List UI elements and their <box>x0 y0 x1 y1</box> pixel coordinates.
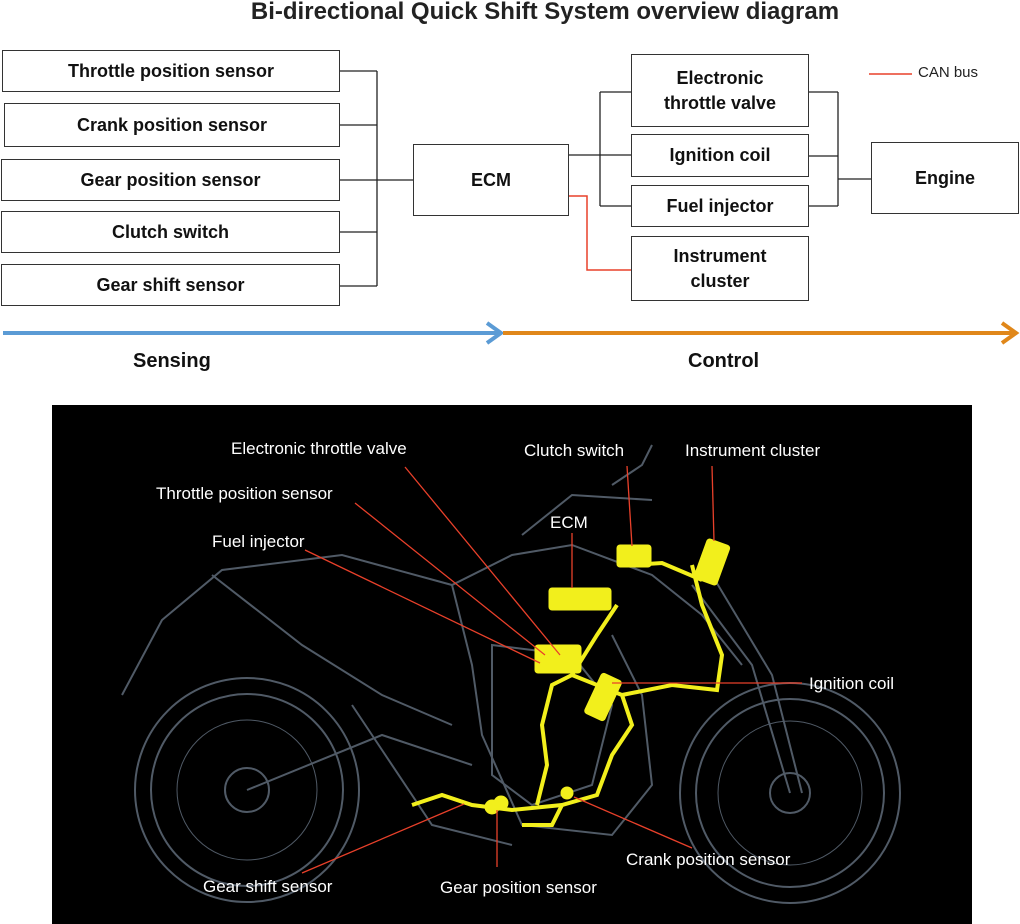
sensing-label: Sensing <box>133 350 211 372</box>
callout-ignition-coil: Ignition coil <box>809 674 895 693</box>
connector-lines <box>3 70 1020 345</box>
gear-position-sensor-box: Gear position sensor <box>1 159 340 201</box>
fuel-injector-box: Fuel injector <box>631 185 809 227</box>
can-bus-legend: CAN bus <box>918 64 979 81</box>
engine-box: Engine <box>871 142 1019 214</box>
can-bus-line <box>569 195 631 271</box>
motorcycle-illustration <box>121 444 901 904</box>
instrument-cluster-box: Instrument cluster <box>631 236 809 301</box>
ecm-box: ECM <box>413 144 569 216</box>
callout-fuel-injector: Fuel injector <box>212 532 305 551</box>
throttle-position-sensor-box: Throttle position sensor <box>2 50 340 92</box>
callout-throttle-position-sensor: Throttle position sensor <box>156 484 333 503</box>
gear-shift-sensor-box: Gear shift sensor <box>1 264 340 306</box>
motorcycle-xray-image: Electronic throttle valve Clutch switch … <box>52 405 972 924</box>
ignition-coil-box: Ignition coil <box>631 134 809 177</box>
callout-gear-shift-sensor: Gear shift sensor <box>203 877 333 896</box>
callout-electronic-throttle-valve: Electronic throttle valve <box>231 439 407 458</box>
callout-gear-position-sensor: Gear position sensor <box>440 878 597 897</box>
callout-crank-position-sensor: Crank position sensor <box>626 850 791 869</box>
callout-instrument-cluster: Instrument cluster <box>685 441 821 460</box>
crank-position-sensor-box: Crank position sensor <box>4 103 340 147</box>
control-label: Control <box>688 350 760 372</box>
clutch-switch-box: Clutch switch <box>1 211 340 253</box>
diagram-title: Bi-directional Quick Shift System overvi… <box>250 0 840 25</box>
callout-clutch-switch: Clutch switch <box>524 441 625 460</box>
electronic-throttle-valve-box: Electronic throttle valve <box>631 54 809 127</box>
callout-ecm: ECM <box>550 513 588 532</box>
